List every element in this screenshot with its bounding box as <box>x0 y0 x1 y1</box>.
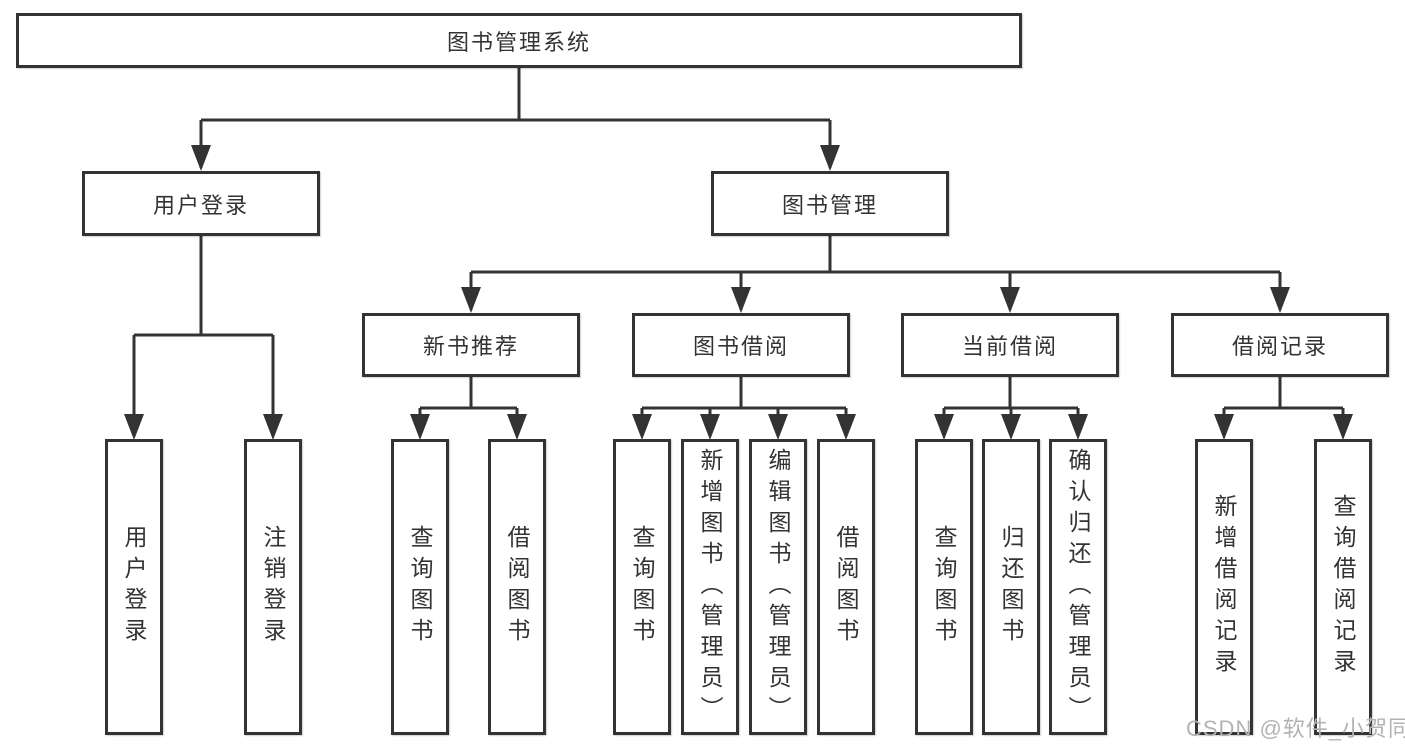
leaf-borrow-query-books-label: 查询图书 <box>629 525 655 649</box>
leaf-add-book-admin: 新增图书（管理员） <box>681 439 739 735</box>
leaf-query-borrow-record-label: 查询借阅记录 <box>1330 494 1356 680</box>
leaf-logout: 注销登录 <box>244 439 302 735</box>
leaf-recommend-borrow-books-label: 借阅图书 <box>504 525 530 649</box>
csdn-watermark: CSDN @软件_小贺同学 <box>1186 716 1405 741</box>
leaf-edit-book-admin-label: 编辑图书（管理员） <box>765 447 791 727</box>
leaf-current-query-books-label: 查询图书 <box>931 525 957 649</box>
leaf-recommend-query-books: 查询图书 <box>391 439 449 735</box>
leaf-query-borrow-record: 查询借阅记录 <box>1314 439 1372 735</box>
node-book-management-label: 图书管理 <box>781 192 878 218</box>
leaf-borrow-query-books: 查询图书 <box>613 439 671 735</box>
leaf-user-login: 用户登录 <box>105 439 163 735</box>
leaf-confirm-return-admin: 确认归还（管理员） <box>1049 439 1107 735</box>
leaf-edit-book-admin: 编辑图书（管理员） <box>749 439 807 735</box>
node-book-management: 图书管理 <box>711 171 949 236</box>
node-library-system-label: 图书管理系统 <box>446 29 591 55</box>
node-book-borrow-label: 图书借阅 <box>692 334 789 359</box>
node-new-book-recommend: 新书推荐 <box>362 313 580 377</box>
leaf-logout-label: 注销登录 <box>260 525 286 649</box>
leaf-recommend-query-books-label: 查询图书 <box>407 525 433 649</box>
node-library-system: 图书管理系统 <box>16 13 1022 68</box>
node-borrow-records: 借阅记录 <box>1171 313 1389 377</box>
leaf-borrow-books: 借阅图书 <box>817 439 875 735</box>
leaf-borrow-books-label: 借阅图书 <box>833 525 859 649</box>
node-user-login-label: 用户登录 <box>152 192 249 218</box>
node-user-login: 用户登录 <box>82 171 320 236</box>
leaf-confirm-return-admin-label: 确认归还（管理员） <box>1065 447 1091 727</box>
leaf-current-query-books: 查询图书 <box>915 439 973 735</box>
leaf-recommend-borrow-books: 借阅图书 <box>488 439 546 735</box>
node-borrow-records-label: 借阅记录 <box>1231 334 1328 359</box>
node-new-book-recommend-label: 新书推荐 <box>422 334 519 359</box>
node-current-borrow-label: 当前借阅 <box>961 334 1058 359</box>
leaf-return-book-label: 归还图书 <box>998 525 1024 649</box>
leaf-add-borrow-record: 新增借阅记录 <box>1195 439 1253 735</box>
leaf-user-login-label: 用户登录 <box>121 525 147 649</box>
leaf-add-borrow-record-label: 新增借阅记录 <box>1211 494 1237 680</box>
leaf-add-book-admin-label: 新增图书（管理员） <box>697 447 723 727</box>
node-current-borrow: 当前借阅 <box>901 313 1119 377</box>
leaf-return-book: 归还图书 <box>982 439 1040 735</box>
node-book-borrow: 图书借阅 <box>632 313 850 377</box>
